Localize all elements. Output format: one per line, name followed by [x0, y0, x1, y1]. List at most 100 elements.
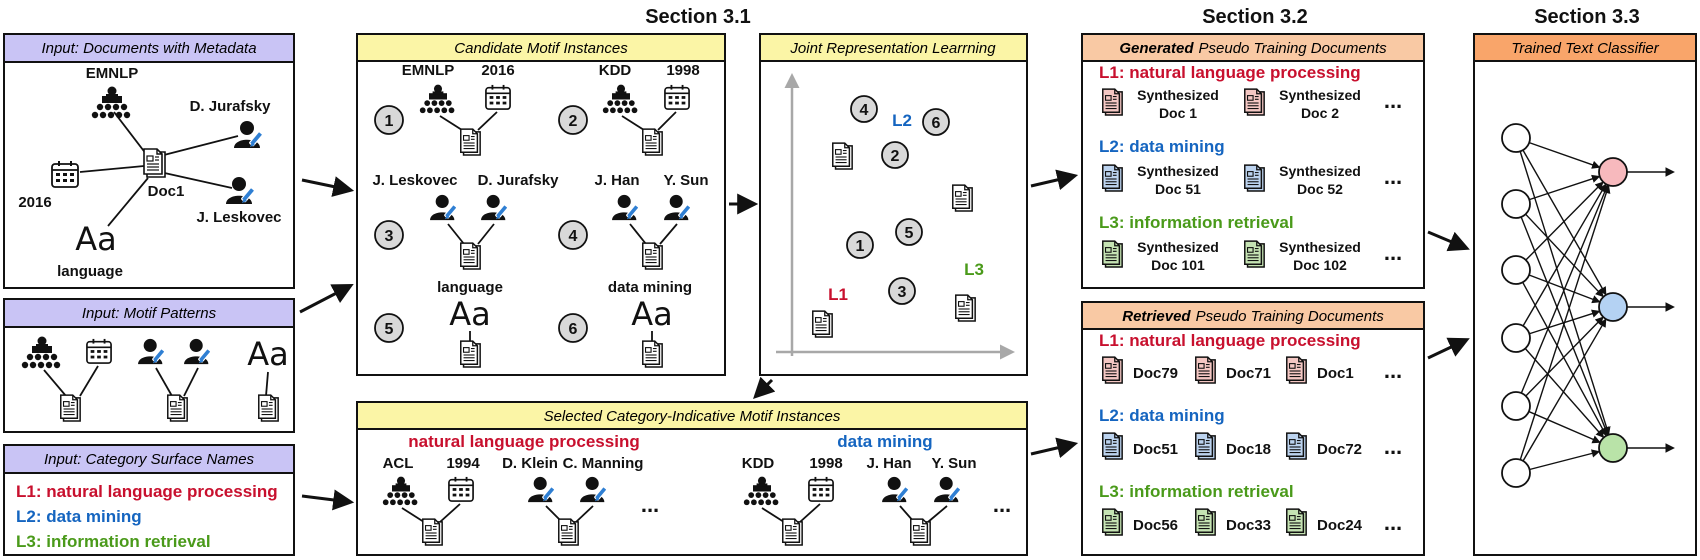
nn-edge	[1529, 449, 1601, 471]
calendar-icon	[664, 84, 690, 110]
input-names-title: Input: Category Surface Names	[44, 451, 255, 468]
input-names-box: Input: Category Surface Names L1: natura…	[3, 444, 295, 556]
gen-synth-label: Synthesized	[1137, 239, 1219, 255]
nn-edge	[1522, 281, 1607, 437]
embed-point-5: 5	[905, 225, 914, 242]
motif-number-5: 5	[385, 321, 394, 338]
section-3-2-heading: Section 3.2	[1202, 6, 1308, 28]
neural-network-nodes	[1501, 123, 1628, 488]
input-name-l1: L1: natural language processing	[16, 482, 278, 501]
arrow-docs-to-candidate	[301, 176, 355, 197]
document-icon	[1286, 508, 1307, 536]
nn-edge	[1519, 184, 1611, 460]
gen-synth-label: Synthesized	[1137, 87, 1219, 103]
generated-l2: L2: data mining	[1099, 137, 1225, 156]
motif5-word: language	[437, 279, 503, 296]
document-icon	[258, 394, 279, 422]
input-documents-box: Input: Documents with Metadata EMNLP D. …	[3, 33, 295, 289]
classifier-title: Trained Text Classifier	[1511, 40, 1660, 57]
selected-ellipsis-nlp: ...	[641, 492, 659, 517]
document-icon	[832, 142, 853, 170]
nn-edge	[1520, 216, 1609, 436]
classifier-box: Trained Text Classifier	[1473, 33, 1697, 556]
nn-edge	[1525, 181, 1604, 261]
nn-output-node	[1598, 157, 1628, 187]
embed-point-6: 6	[932, 115, 941, 132]
document-icon	[1102, 432, 1123, 460]
motif4-author-b: Y. Sun	[663, 172, 708, 189]
ret-doc: Doc72	[1317, 441, 1362, 458]
joint-title: Joint Representation Learrning	[789, 40, 996, 57]
selected-category-nlp: natural language processing	[408, 432, 639, 451]
gen-synth-label: Synthesized	[1137, 163, 1219, 179]
gen-ellipsis-l3: ...	[1384, 240, 1402, 265]
retrieved-title-rest: Pseudo Training Documents	[1196, 308, 1385, 325]
nn-input-node	[1501, 458, 1531, 488]
selected-author-b2: Y. Sun	[931, 455, 976, 472]
document-icon	[460, 242, 481, 270]
document-icon	[1195, 508, 1216, 536]
gen-synth-label: Synthesized	[1279, 239, 1361, 255]
nn-edge	[1522, 183, 1607, 327]
retrieved-l1: L1: natural language processing	[1099, 331, 1361, 350]
nn-input-node	[1501, 391, 1531, 421]
document-icon	[422, 518, 443, 546]
gen-doc-51: Doc 51	[1155, 181, 1201, 197]
selected-venue1: ACL	[383, 455, 414, 472]
document-icon	[642, 340, 663, 368]
arrow-generated-to-classifier	[1427, 230, 1470, 252]
ret-ellipsis-l1: ...	[1384, 358, 1402, 383]
motif-number-6: 6	[569, 321, 578, 338]
selected-year2: 1998	[809, 455, 842, 472]
document-icon	[460, 340, 481, 368]
word-icon: Aa	[449, 295, 491, 333]
motif4-author-a: J. Han	[594, 172, 639, 189]
input-name-l2: L2: data mining	[16, 507, 142, 526]
motif1-year: 2016	[481, 62, 514, 79]
ret-doc: Doc51	[1133, 441, 1178, 458]
joint-label-l3: L3	[964, 260, 984, 279]
nn-edge	[1529, 174, 1601, 201]
document-icon	[642, 242, 663, 270]
joint-label-l1: L1	[828, 285, 848, 304]
motif3-author-b: D. Jurafsky	[478, 172, 560, 189]
motif1-venue: EMNLP	[402, 62, 455, 79]
nn-input-node	[1501, 123, 1531, 153]
motif2-venue: KDD	[599, 62, 632, 79]
selected-author-b1: C. Manning	[563, 455, 644, 472]
document-icon	[1102, 356, 1123, 384]
embed-point-4: 4	[860, 102, 869, 119]
motif-number-3: 3	[385, 228, 394, 245]
embed-point-2: 2	[891, 148, 900, 165]
calendar-icon	[447, 475, 475, 503]
document-icon	[1195, 432, 1216, 460]
document-icon	[1102, 240, 1123, 268]
gen-ellipsis-l2: ...	[1384, 164, 1402, 189]
nn-input-node	[1501, 189, 1531, 219]
document-icon	[1244, 88, 1265, 116]
document-icon	[167, 394, 188, 422]
candidate-motifs-box: Candidate Motif Instances 1 EMNLP 2016 2…	[356, 33, 726, 376]
input-venue-label: EMNLP	[86, 65, 139, 82]
nn-edge	[1525, 316, 1604, 397]
gen-synth-label: Synthesized	[1279, 87, 1361, 103]
document-icon	[1286, 432, 1307, 460]
gen-doc-101: Doc 101	[1151, 257, 1205, 273]
arrow-joint-to-generated	[1030, 169, 1079, 191]
document-icon	[910, 518, 931, 546]
nn-output-node	[1598, 433, 1628, 463]
input-doc-label: Doc1	[148, 183, 185, 200]
gen-ellipsis-l1: ...	[1384, 88, 1402, 113]
nn-edge	[1524, 348, 1605, 439]
joint-representation-box: Joint Representation Learrning 4 L2 6 2 …	[759, 33, 1028, 376]
input-documents-title: Input: Documents with Metadata	[41, 40, 256, 57]
selected-category-dm: data mining	[837, 432, 932, 451]
retrieved-l2: L2: data mining	[1099, 406, 1225, 425]
document-icon	[460, 128, 481, 156]
word-icon: Aa	[75, 220, 117, 258]
ret-doc: Doc1	[1317, 365, 1354, 382]
selected-author-a2: J. Han	[866, 455, 911, 472]
input-name-l3: L3: information retrieval	[16, 532, 211, 551]
gen-doc-2: Doc 2	[1301, 105, 1339, 121]
ret-doc: Doc18	[1226, 441, 1271, 458]
